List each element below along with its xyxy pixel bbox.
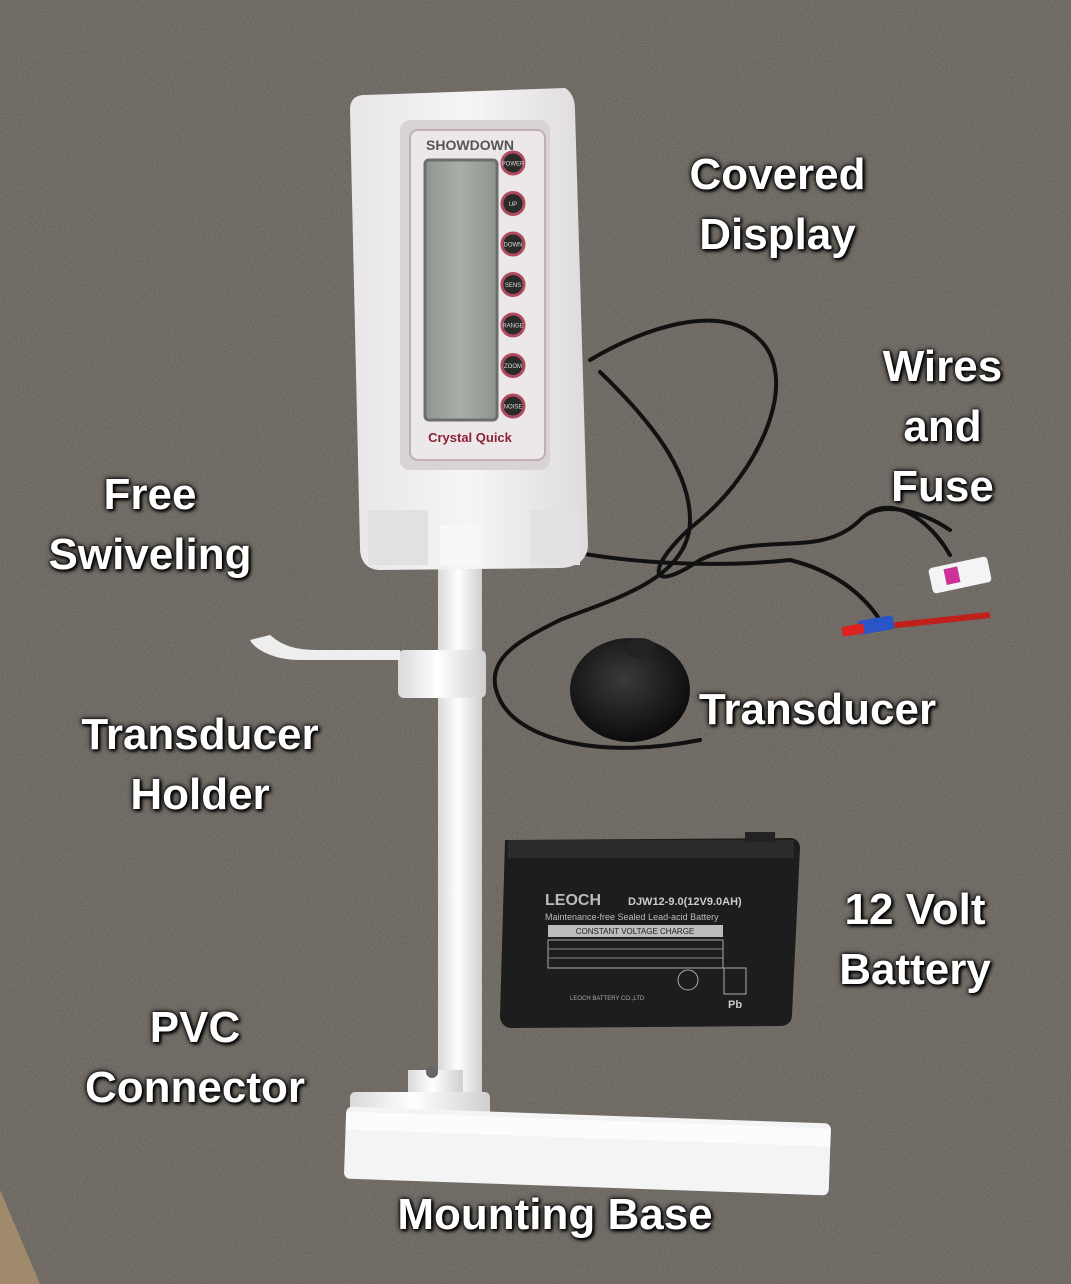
battery: LEOCH DJW12-9.0(12V9.0AH) Maintenance-fr…: [500, 832, 800, 1028]
label-covered-display-line2: Display: [699, 210, 856, 259]
label-mounting-base: Mounting Base: [360, 1185, 750, 1245]
label-free-swiveling: Free Swiveling: [25, 465, 275, 585]
lcd-screen: [423, 158, 499, 422]
transducer-puck: [570, 638, 690, 742]
device-button-noise: [500, 393, 526, 419]
covered-display: SHOWDOWN POWER UP DOWN SENS RANGE ZOOM NOISE C…: [350, 88, 588, 570]
device-button-sens: [500, 272, 526, 297]
label-wires-line1: Wires: [882, 342, 1003, 391]
device-button-up: [500, 191, 526, 216]
label-transducer: Transducer: [675, 680, 960, 740]
label-wires-line2: and: [903, 402, 982, 451]
inline-fuse: [841, 556, 992, 637]
battery-charge-header: CONSTANT VOLTAGE CHARGE: [576, 927, 695, 936]
label-transducer-holder-line1: Transducer: [81, 710, 319, 759]
device-button-down: [500, 231, 526, 257]
device-logo: Crystal Quick: [428, 430, 513, 445]
label-mounting-base-text: Mounting Base: [397, 1190, 713, 1239]
device-button-power: [500, 150, 526, 176]
battery-model: DJW12-9.0(12V9.0AH): [628, 896, 742, 908]
label-battery-line2: Battery: [839, 945, 991, 994]
device-button-zoom: [500, 353, 526, 378]
label-pvc-line2: Connector: [85, 1063, 305, 1112]
battery-footer-right: Pb: [728, 999, 742, 1011]
label-transducer-text: Transducer: [698, 685, 937, 734]
label-battery-line1: 12 Volt: [844, 885, 986, 934]
device-brand: SHOWDOWN: [426, 137, 514, 153]
battery-footer-left: LEOCH BATTERY CO.,LTD: [570, 996, 645, 1002]
device-button-label-power: POWER: [502, 162, 525, 168]
device-button-label-zoom: ZOOM: [504, 364, 522, 370]
mounting-base: [344, 1106, 831, 1196]
label-wires-line3: Fuse: [891, 462, 994, 511]
device-button-label-range: RANGE: [502, 324, 523, 330]
label-covered-display-line1: Covered: [689, 150, 866, 199]
device-button-label-noise: NOISE: [504, 405, 523, 411]
label-pvc-line1: PVC: [149, 1003, 241, 1052]
wall-edge: [0, 1190, 40, 1284]
label-free-swiveling-line1: Free: [103, 470, 197, 519]
battery-brand: LEOCH: [545, 892, 601, 909]
device-buttons: POWER UP DOWN SENS RANGE ZOOM NOISE: [500, 150, 526, 419]
device-button-label-down: DOWN: [504, 243, 523, 249]
label-wires-and-fuse: Wires and Fuse: [860, 337, 1025, 517]
label-battery: 12 Volt Battery: [815, 880, 1015, 1000]
device-button-label-up: UP: [509, 202, 517, 208]
device-button-label-sens: SENS: [505, 283, 521, 289]
label-covered-display: Covered Display: [665, 145, 890, 265]
wires: [492, 318, 952, 750]
label-transducer-holder-line2: Holder: [130, 770, 270, 819]
label-transducer-holder: Transducer Holder: [55, 705, 345, 825]
label-pvc-connector: PVC Connector: [60, 998, 330, 1118]
battery-subtitle: Maintenance-free Sealed Lead-acid Batter…: [545, 912, 719, 922]
device-button-range: [500, 312, 526, 338]
label-free-swiveling-line2: Swiveling: [48, 530, 252, 579]
